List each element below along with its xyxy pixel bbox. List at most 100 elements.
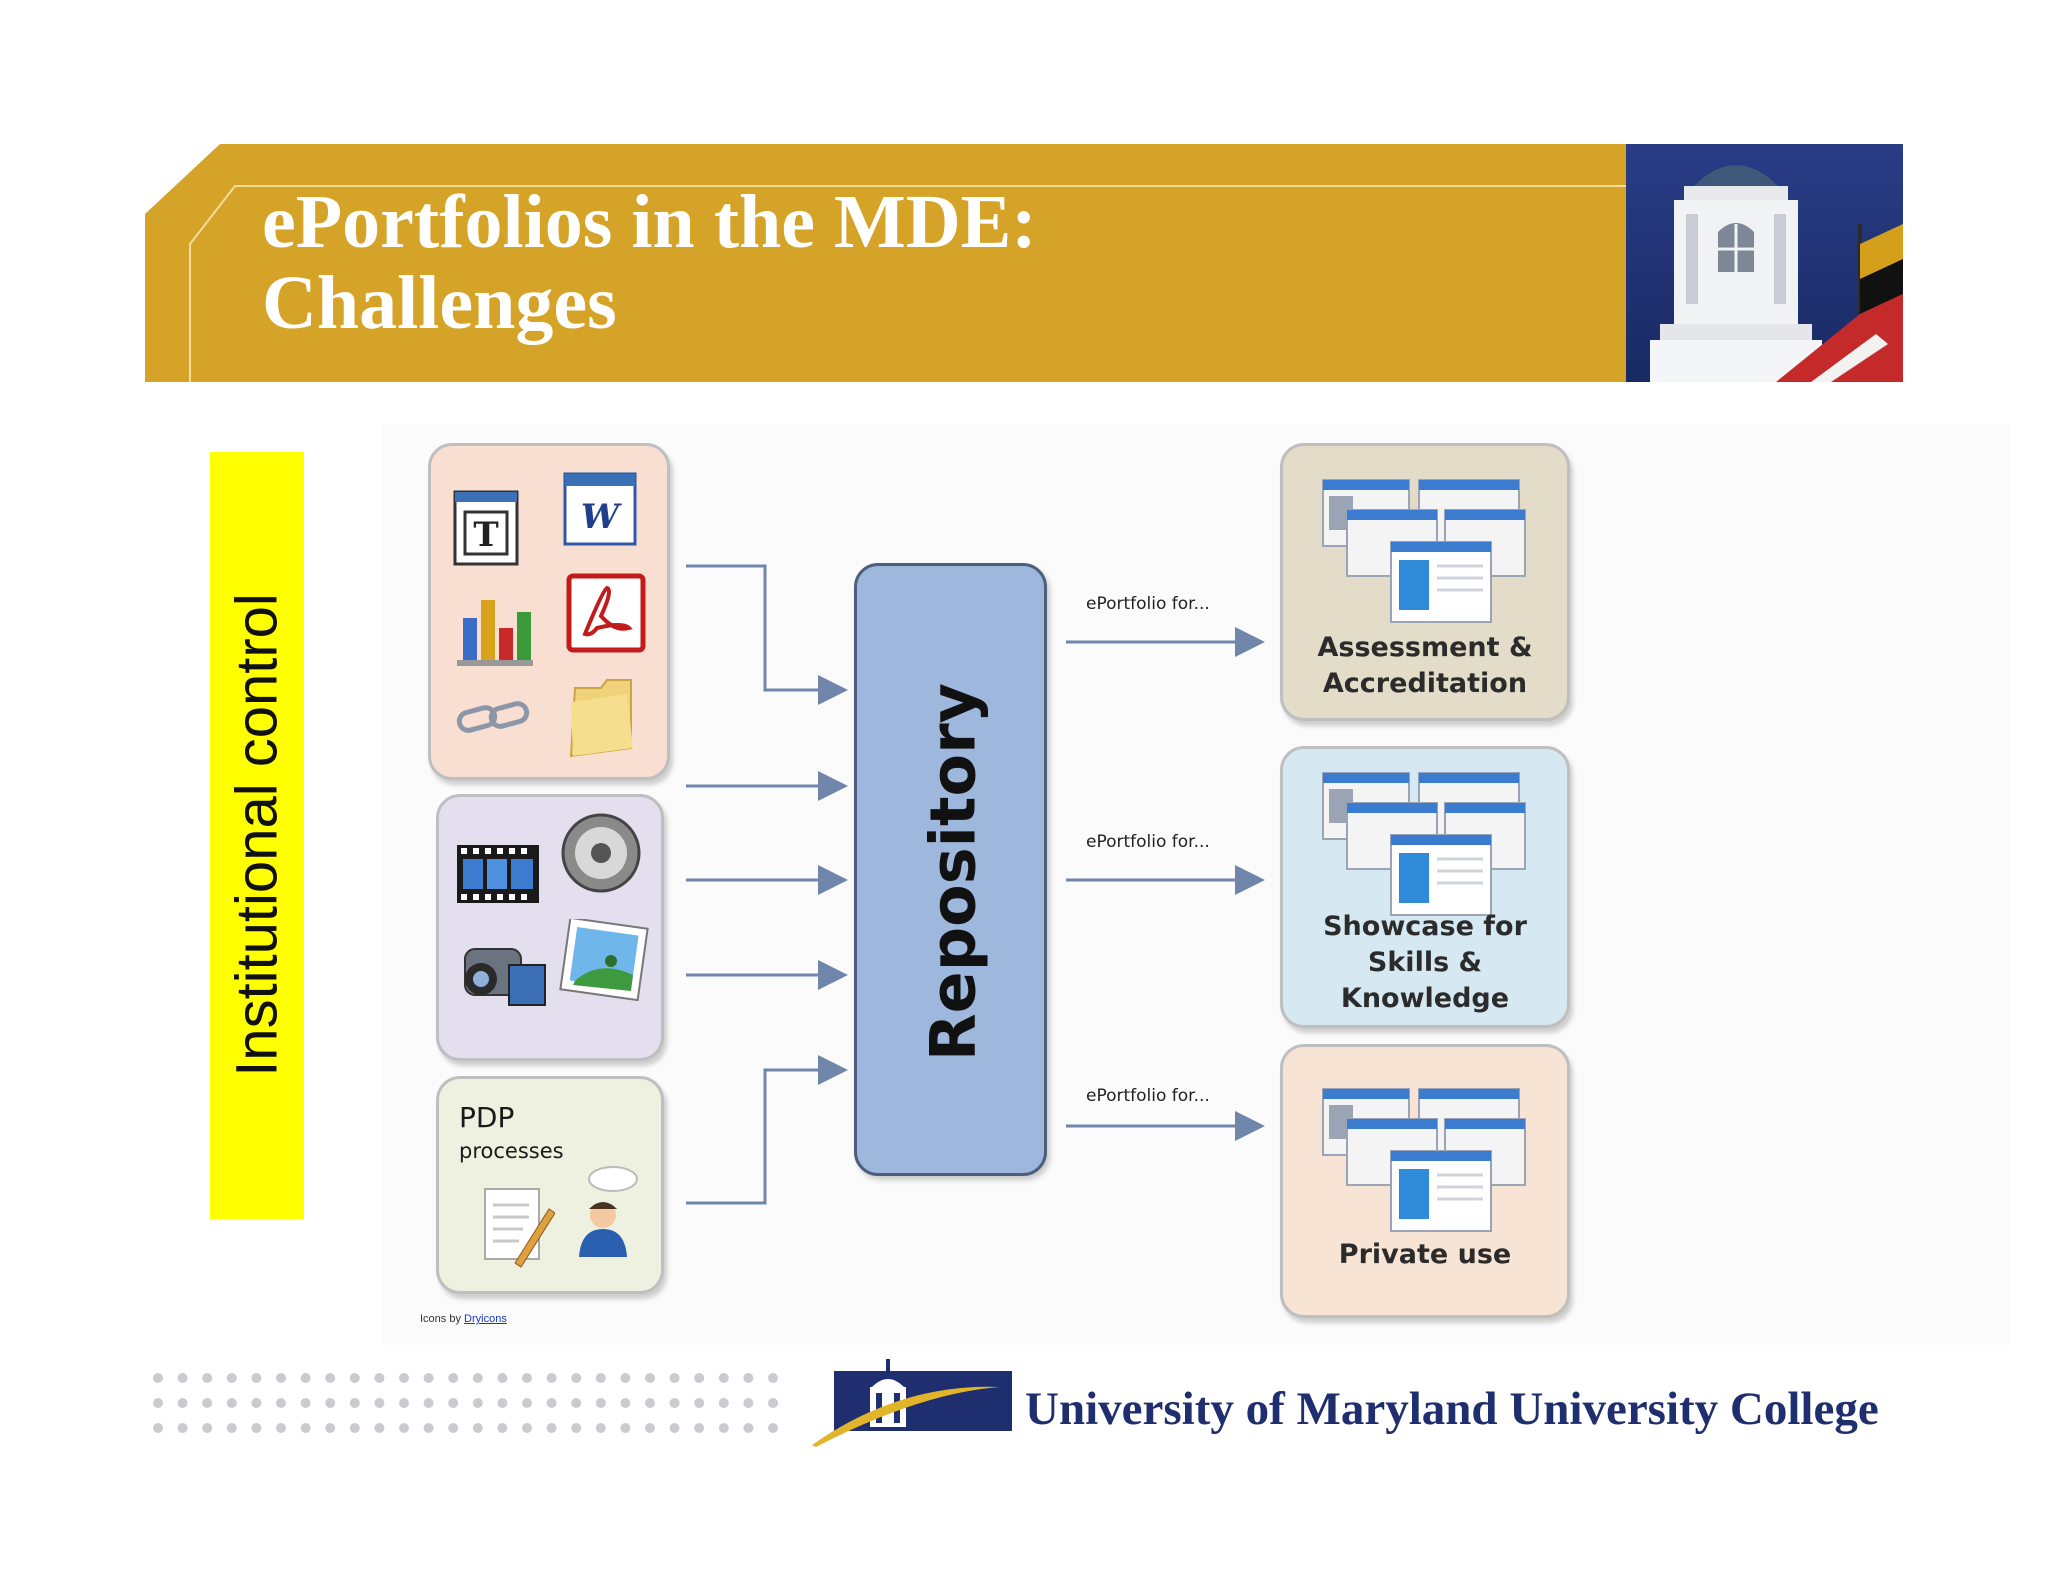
footer-dot <box>522 1373 532 1383</box>
footer-dot <box>669 1398 680 1408</box>
footer-dot <box>374 1423 385 1433</box>
footer-dot <box>202 1423 213 1433</box>
footer-dot <box>620 1423 631 1433</box>
footer-dot <box>595 1423 606 1433</box>
footer-dot <box>325 1423 336 1433</box>
footer-dot <box>694 1373 705 1383</box>
footer-dot <box>546 1373 557 1383</box>
footer-dot <box>694 1398 705 1408</box>
portfolio-windows-icon <box>1322 479 1526 623</box>
footer-dot <box>743 1423 754 1433</box>
footer-dot <box>153 1423 163 1433</box>
footer-dot <box>349 1373 360 1383</box>
pdf-icon <box>566 573 646 653</box>
output-label-line: Skills & <box>1367 947 1483 978</box>
credit-link[interactable]: Dryicons <box>464 1313 507 1325</box>
footer-dot <box>349 1423 360 1433</box>
footer-dot <box>177 1423 188 1433</box>
input-pdp-box: PDP processes <box>436 1076 664 1294</box>
footer-dot <box>226 1398 237 1408</box>
footer-dot <box>374 1373 385 1383</box>
footer-dot <box>226 1423 237 1433</box>
footer-dot <box>522 1423 532 1433</box>
footer-dot <box>472 1398 483 1408</box>
footer-dot <box>276 1373 286 1383</box>
footer-dot <box>349 1398 360 1408</box>
footer-dot <box>399 1373 409 1383</box>
speaker-icon <box>561 813 641 893</box>
chain-link-icon <box>456 701 530 733</box>
footer-dot <box>472 1423 483 1433</box>
title-line-1: ePortfolios in the MDE: <box>262 180 1037 264</box>
output-showcase-label: Showcase for Skills & Knowledge <box>1283 909 1567 1017</box>
footer-dot <box>718 1423 729 1433</box>
footer-dot <box>153 1373 163 1383</box>
footer-dot <box>620 1398 631 1408</box>
footer-dot <box>177 1373 188 1383</box>
footer-dot <box>669 1423 680 1433</box>
title-banner <box>145 144 1626 382</box>
footer-dot <box>276 1423 286 1433</box>
footer-dot <box>645 1398 655 1408</box>
text-doc-icon: T <box>453 490 519 566</box>
footer-dot <box>300 1373 311 1383</box>
output-label-line: Private use <box>1338 1239 1512 1270</box>
footer-dot <box>325 1373 336 1383</box>
footer-dot <box>571 1373 582 1383</box>
footer-dot <box>374 1398 385 1408</box>
footer-dot <box>768 1373 778 1383</box>
footer-dot <box>226 1373 237 1383</box>
footer-dot <box>177 1398 188 1408</box>
footer-dot <box>546 1398 557 1408</box>
output-private-label: Private use <box>1283 1237 1567 1273</box>
footer-dot <box>448 1423 459 1433</box>
footer-dot <box>694 1423 705 1433</box>
eportfolio-for-label-3: ePortfolio for... <box>1086 1086 1210 1106</box>
footer-dot <box>325 1398 336 1408</box>
footer-dot <box>620 1373 631 1383</box>
arrow-docs-to-repo <box>686 564 848 705</box>
footer-dot <box>497 1423 508 1433</box>
footer-institution-name: University of Maryland University Colleg… <box>1025 1383 1879 1435</box>
footer-dot <box>743 1398 754 1408</box>
footer-dot <box>497 1398 508 1408</box>
film-strip-icon <box>457 845 539 903</box>
footer-dot <box>472 1373 483 1383</box>
footer-dot <box>571 1398 582 1408</box>
footer-dot <box>423 1423 434 1433</box>
footer-dot <box>743 1373 754 1383</box>
portfolio-windows-icon <box>1322 772 1526 916</box>
footer-dot <box>153 1398 163 1408</box>
footer-dot <box>595 1373 606 1383</box>
picture-icon <box>559 919 649 1001</box>
pdp-label: PDP <box>459 1101 515 1134</box>
footer-dot <box>768 1423 778 1433</box>
output-label-line: Assessment & <box>1317 632 1533 663</box>
input-media-box <box>436 794 664 1061</box>
footer-dot <box>300 1398 311 1408</box>
footer-dot <box>202 1398 213 1408</box>
footer-dot <box>423 1373 434 1383</box>
clock-tower-photo <box>1626 144 1903 382</box>
video-camera-icon <box>464 948 546 1006</box>
footer-dot <box>768 1398 778 1408</box>
footer-dot <box>399 1423 409 1433</box>
slide-title: ePortfolios in the MDE: Challenges <box>262 182 1562 343</box>
institutional-control-bar: Institutional control <box>210 452 304 1219</box>
footer-dot <box>645 1423 655 1433</box>
footer-dot <box>522 1398 532 1408</box>
repository-label: Repository <box>916 682 990 1062</box>
footer-dot <box>251 1373 262 1383</box>
output-label-line: Accreditation <box>1322 668 1528 699</box>
footer-dot <box>423 1398 434 1408</box>
footer-dot <box>645 1373 655 1383</box>
eportfolio-for-label-1: ePortfolio for... <box>1086 594 1210 614</box>
output-showcase-box: Showcase for Skills & Knowledge <box>1280 746 1570 1028</box>
footer-dot <box>251 1423 262 1433</box>
footer-dot <box>448 1373 459 1383</box>
dot-pattern <box>153 1373 778 1433</box>
output-assessment-box: Assessment & Accreditation <box>1280 443 1570 721</box>
eportfolio-for-label-2: ePortfolio for... <box>1086 832 1210 852</box>
input-documents-box: T W <box>428 443 670 780</box>
